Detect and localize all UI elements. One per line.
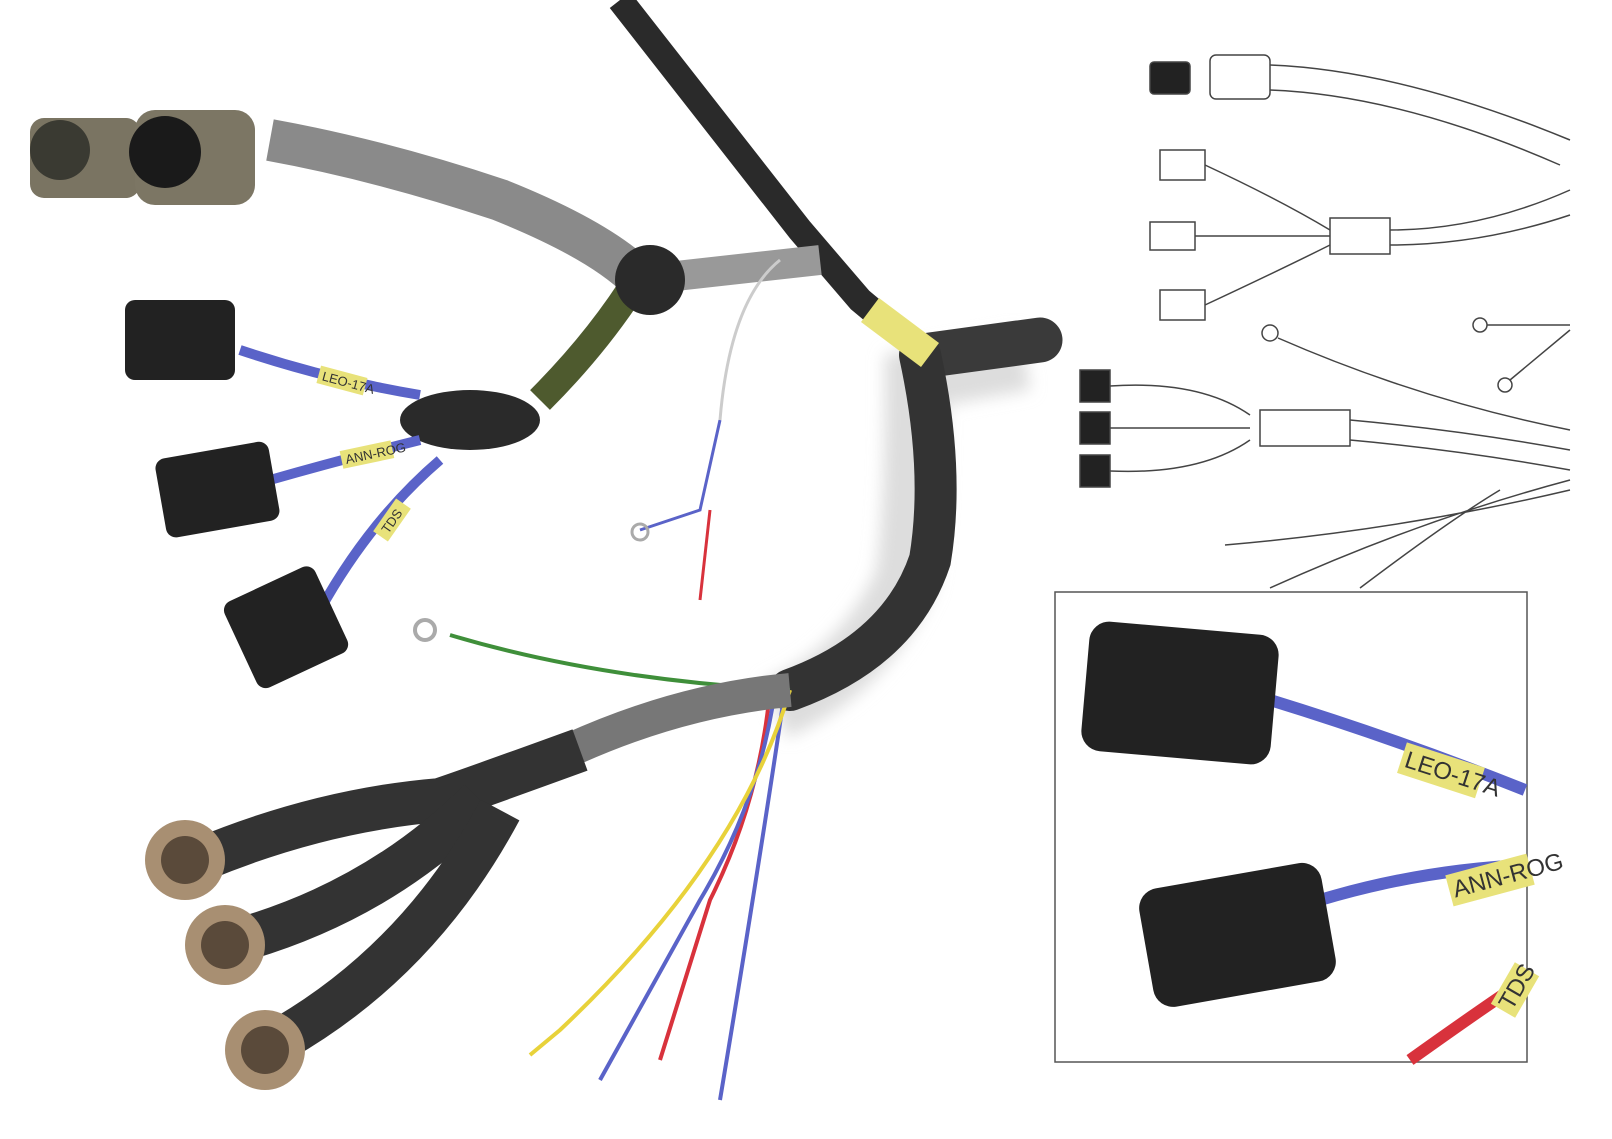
main-trunk <box>609 0 1063 738</box>
connector-breakout: LEO-17A ANN-ROG TDS <box>125 300 540 689</box>
braided-branch <box>266 119 822 410</box>
line-drawing <box>1079 54 1571 589</box>
connector-1 <box>125 300 235 380</box>
connector-3 <box>223 566 349 689</box>
inset-detail-view: LEO-17A ANN-ROG TDS <box>1054 591 1566 1065</box>
mil-connector-pair <box>30 110 255 205</box>
label-sleeve-main <box>861 298 939 367</box>
coax-branch <box>145 673 792 1090</box>
connector-2 <box>155 441 280 538</box>
loose-wires <box>413 258 792 1101</box>
svg-text:LEO-17A: LEO-17A <box>321 369 377 397</box>
